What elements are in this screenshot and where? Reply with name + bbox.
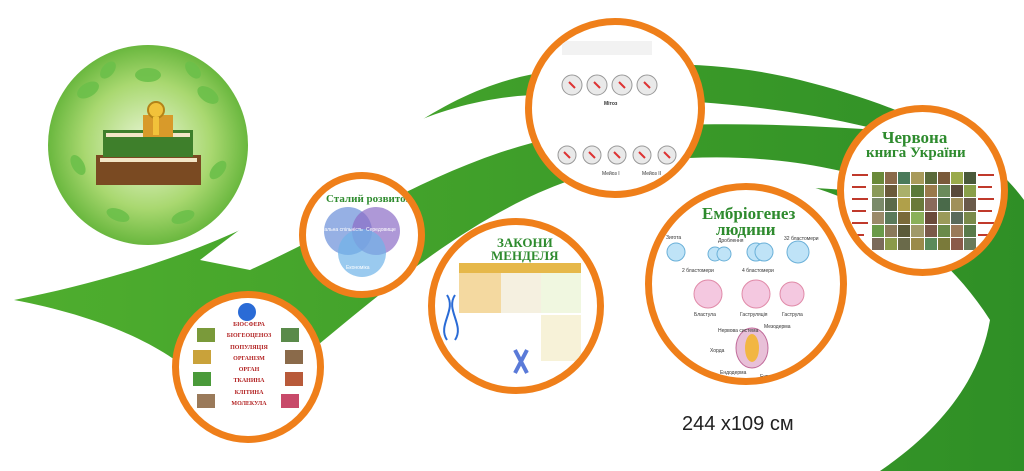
level-biogeocenosis: БІОГЕОЦЕНОЗ xyxy=(226,333,272,340)
redbook-title-line1: Червона xyxy=(882,128,948,147)
mendel-title-line2: МЕНДЕЛЯ xyxy=(491,248,559,263)
venn-label-economy: Економіка xyxy=(346,265,370,271)
blast4-label: 4 бластомери xyxy=(742,268,774,274)
level-tissue: ТКАНИНА xyxy=(233,378,265,385)
venn-diagram xyxy=(324,207,400,277)
embryo-title-line1: Ембріогенез xyxy=(702,204,796,223)
meiosis1-label: Мейоз I xyxy=(602,171,620,177)
levels-of-organization-circle: БІОСФЕРА БІОГЕОЦЕНОЗ ПОПУЛЯЦІЯ ОРГАНІЗМ … xyxy=(172,291,324,443)
blast32-label: 32 бластомери xyxy=(784,236,819,242)
book-key-icon xyxy=(70,61,227,224)
blastula-label: Бластула xyxy=(694,312,716,318)
chord-label: Хорда xyxy=(710,348,725,354)
redbook-side-lists xyxy=(852,174,994,236)
meiosis2-label: Мейоз II xyxy=(642,171,661,177)
endoderm-label: Ендодерма xyxy=(720,370,747,376)
redbook-photo-grid xyxy=(872,172,976,250)
gastrula-label: Гаструла xyxy=(782,312,803,318)
level-population: ПОПУЛЯЦІЯ xyxy=(230,344,268,351)
logo-circle xyxy=(48,45,248,245)
gastrulation-label: Гаструляція xyxy=(740,312,768,318)
ectoderm-label: Ектодерма xyxy=(760,374,786,380)
red-book-circle: Червона книга України xyxy=(837,105,1008,276)
zygote-label: Зигота xyxy=(666,235,682,241)
cell-division-diagram xyxy=(557,41,677,165)
embryo-stages xyxy=(666,240,810,369)
sustainable-title: Сталий розвиток xyxy=(326,193,412,205)
level-biosphere: БІОСФЕРА xyxy=(233,322,265,328)
redbook-title-line2: книга України xyxy=(866,145,966,161)
cleavage-label: Дроблення xyxy=(718,238,744,244)
level-molecule: МОЛЕКУЛА xyxy=(231,401,267,408)
mesoderm-label: Мезодерма xyxy=(764,324,791,330)
venn-label-environment: Середовище xyxy=(366,227,396,233)
sustainable-development-circle: Сталий розвиток Соціальна спільність Сер… xyxy=(299,172,425,298)
mitosis-label: Мітоз xyxy=(604,101,618,107)
embryo-title-line2: людини xyxy=(716,220,776,239)
levels-pictures xyxy=(193,303,303,408)
level-organism: ОРГАНІЗМ xyxy=(233,355,265,362)
mitosis-meiosis-circle: Мітоз Мейоз I Мейоз II xyxy=(525,18,705,198)
embryogenesis-circle: Ембріогенез людини Зигота Дроблення 32 б… xyxy=(645,183,847,385)
blast2-label: 2 бластомери xyxy=(682,268,714,274)
nervous-label: Нервова система xyxy=(718,328,759,334)
mendel-laws-circle: ЗАКОНИ МЕНДЕЛЯ xyxy=(428,218,604,394)
poster-size-label: 244 х109 см xyxy=(682,413,794,435)
venn-label-social: Соціальна спільність xyxy=(314,227,363,233)
mendel-title-line1: ЗАКОНИ xyxy=(497,235,553,250)
mendel-table xyxy=(443,263,581,374)
level-cell: КЛІТИНА xyxy=(234,389,264,396)
level-organ: ОРГАН xyxy=(238,367,260,374)
